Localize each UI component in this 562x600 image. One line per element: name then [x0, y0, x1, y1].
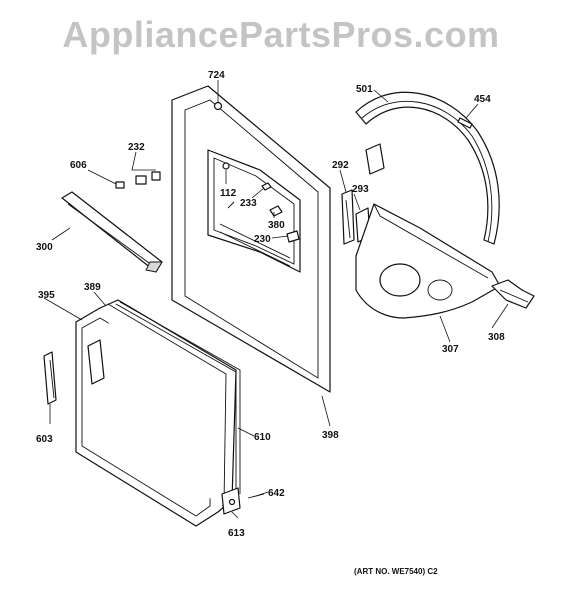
- latch-232a: [135, 175, 147, 185]
- callout-232: 232: [128, 142, 145, 153]
- callout-395: 395: [38, 290, 55, 301]
- strip-454: [457, 117, 473, 129]
- callout-112: 112: [220, 188, 237, 199]
- latch-606: [115, 181, 125, 189]
- callout-613: 613: [228, 528, 245, 539]
- pin-233: [227, 201, 235, 209]
- hinge-assembly: [221, 487, 265, 515]
- callout-389: 389: [84, 282, 101, 293]
- door-assembly: [75, 299, 237, 527]
- door-handle-bar: [61, 191, 163, 273]
- latch-232b: [151, 171, 161, 181]
- hardware-112: [222, 162, 230, 170]
- callout-724: 724: [208, 70, 225, 81]
- door-pull-handle: [43, 351, 57, 405]
- art-number: (ART NO. WE7540) C2: [354, 567, 438, 576]
- callout-307: 307: [442, 344, 459, 355]
- callout-300: 300: [36, 242, 53, 253]
- front-panel: [171, 85, 331, 393]
- bracket-292: [341, 189, 355, 245]
- callout-610: 610: [254, 432, 271, 443]
- callout-398: 398: [322, 430, 339, 441]
- hardware-380: [269, 205, 283, 217]
- callout-606: 606: [70, 160, 87, 171]
- callout-380: 380: [268, 220, 285, 231]
- door-latch-parts: [115, 171, 161, 189]
- callout-603: 603: [36, 434, 53, 445]
- callout-642: 642: [268, 488, 285, 499]
- callout-233: 233: [240, 198, 257, 209]
- callout-230: 230: [254, 234, 271, 245]
- callout-501: 501: [356, 84, 373, 95]
- panel-hardware: [213, 101, 300, 243]
- lint-duct: [491, 279, 535, 309]
- screw-724: [213, 101, 223, 111]
- callout-308: 308: [488, 332, 505, 343]
- callout-292: 292: [332, 160, 349, 171]
- watermark: AppliancePartsPros.com: [62, 14, 500, 55]
- bulkhead-arc: [355, 91, 500, 245]
- blower-duct: [355, 203, 501, 319]
- hardware-233: [261, 182, 272, 191]
- callout-293: 293: [352, 184, 369, 195]
- callout-454: 454: [474, 94, 491, 105]
- callout-leaders: [43, 80, 509, 519]
- hardware-230: [286, 230, 300, 243]
- door-hinge-cutout: [87, 339, 105, 385]
